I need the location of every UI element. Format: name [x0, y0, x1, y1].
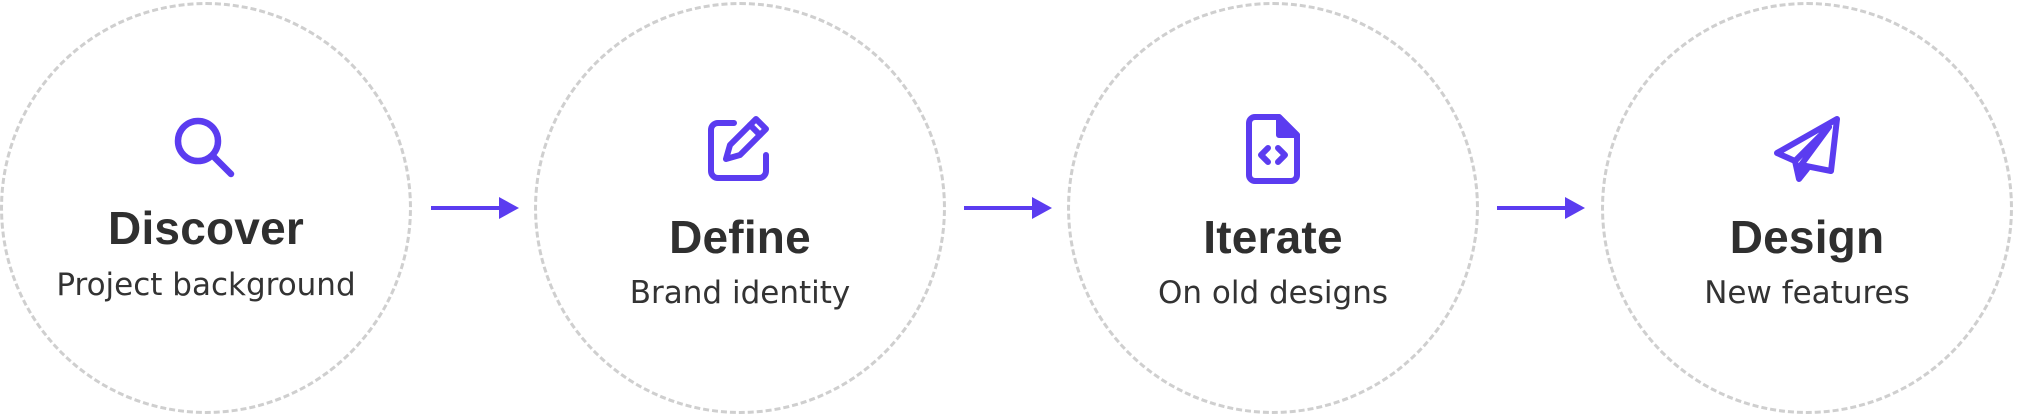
step-title: Discover — [108, 202, 304, 254]
arrow-right-icon — [1497, 193, 1587, 223]
arrow-right-icon — [964, 193, 1054, 223]
step-iterate: Iterate On old designs — [1067, 2, 1479, 414]
step-subtitle: Project background — [56, 267, 356, 303]
step-title: Iterate — [1203, 211, 1343, 263]
step-define: Define Brand identity — [534, 2, 946, 414]
file-code-icon — [1237, 113, 1309, 185]
arrow-right-icon — [431, 193, 521, 223]
step-subtitle: On old designs — [1157, 275, 1388, 311]
step-title: Define — [669, 211, 811, 263]
step-subtitle: New features — [1704, 275, 1910, 311]
edit-icon — [704, 113, 776, 185]
step-title: Design — [1729, 211, 1885, 263]
step-subtitle: Brand identity — [629, 275, 851, 311]
step-discover: Discover Project background — [0, 2, 412, 414]
search-icon — [170, 113, 242, 185]
step-design: Design New features — [1601, 2, 2013, 414]
paper-plane-icon — [1771, 113, 1843, 185]
